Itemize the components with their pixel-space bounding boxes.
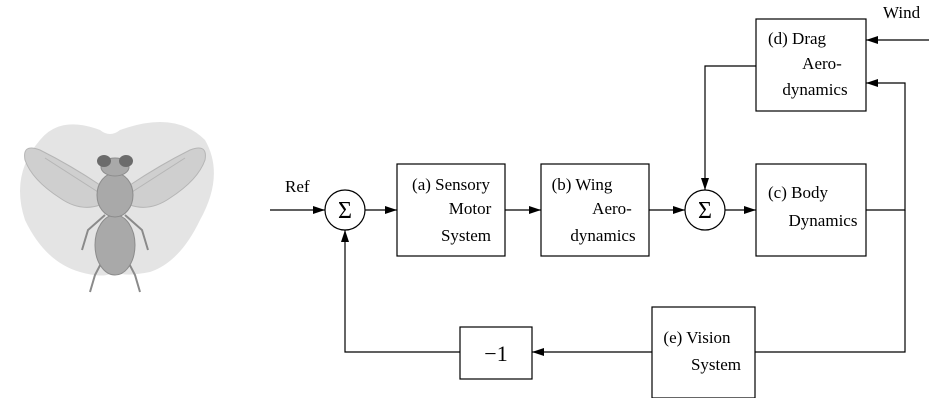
ref-label: Ref — [285, 177, 310, 196]
drag-line-3: dynamics — [782, 80, 847, 99]
gain-to-sum1-arrow — [341, 230, 460, 353]
sum-junction-2-symbol: Σ — [698, 198, 712, 224]
fly-abdomen — [94, 214, 136, 276]
wing-line-3: dynamics — [570, 226, 635, 245]
sum-junction-1-symbol: Σ — [338, 198, 352, 224]
block-gain: −1 — [459, 326, 533, 380]
fly-thorax — [96, 172, 134, 218]
signal-wires — [270, 36, 929, 356]
body-to-vision-wire — [755, 210, 906, 353]
sensory-line-1: (a) Sensory — [412, 175, 490, 194]
body-line-2: Dynamics — [789, 211, 858, 230]
drag-line-1: (d) Drag — [768, 29, 827, 48]
fly-legs — [81, 214, 149, 293]
wind-label: Wind — [883, 3, 921, 22]
fly-left-eye — [97, 155, 111, 167]
gain-label: −1 — [484, 341, 507, 366]
body-line-1: (c) Body — [768, 183, 828, 202]
fly-right-eye — [119, 155, 133, 167]
wing-line-1: (b) Wing — [552, 175, 613, 194]
sum-junction-1: Σ — [324, 189, 366, 231]
sensory-line-2: Motor — [449, 199, 492, 218]
block-wing-aerodynamics: (b) Wing Aero- dynamics — [540, 163, 650, 257]
drag-to-sum2-arrow — [701, 65, 756, 190]
sensory-line-3: System — [441, 226, 491, 245]
vision-line-2: System — [691, 355, 741, 374]
block-sensory-motor: (a) Sensory Motor System — [396, 163, 506, 257]
block-body-dynamics: (c) Body Dynamics — [755, 163, 867, 257]
fly-illustration — [20, 122, 214, 293]
drag-line-2: Aero- — [802, 54, 842, 73]
vision-line-1: (e) Vision — [663, 328, 731, 347]
block-vision-system: (e) Vision System — [651, 306, 756, 399]
body-to-drag-arrow — [866, 79, 906, 211]
fly-left-wing — [24, 147, 101, 208]
block-drag-aerodynamics: (d) Drag Aero- dynamics — [755, 18, 867, 112]
wing-line-2: Aero- — [592, 199, 632, 218]
fly-right-wing — [129, 147, 206, 208]
sum-junction-2: Σ — [684, 189, 726, 231]
